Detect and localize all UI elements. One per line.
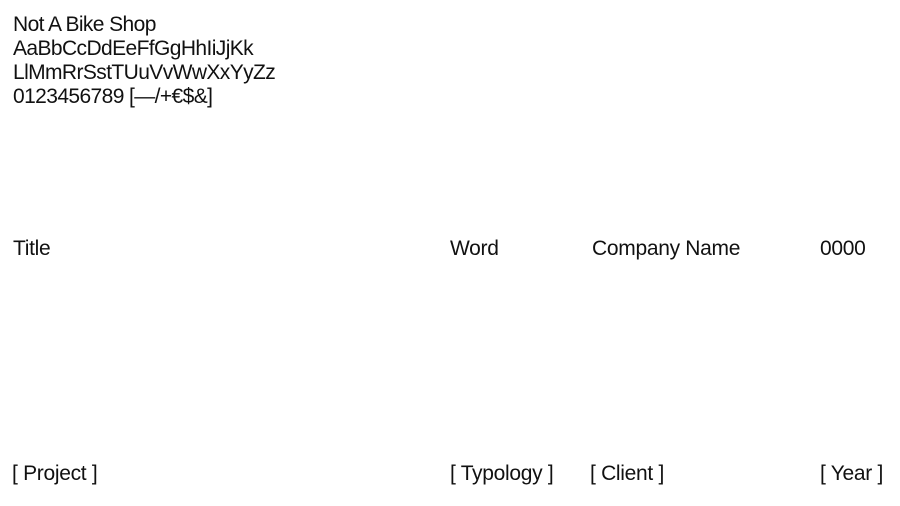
type-specimen: Not A Bike Shop AaBbCcDdEeFfGgHhIiJjKk L… xyxy=(13,13,276,109)
client-placeholder: [ Client ] xyxy=(590,462,665,485)
sample-row: Title Word Company Name 0000 xyxy=(0,237,900,267)
word-text: Word xyxy=(450,237,499,260)
company-name-text: Company Name xyxy=(592,237,741,260)
title-text: Title xyxy=(13,237,51,260)
year-text: 0000 xyxy=(820,237,866,260)
project-placeholder: [ Project ] xyxy=(12,462,98,485)
specimen-numerals: 0123456789 [—/+€$&] xyxy=(13,85,213,108)
typology-placeholder: [ Typology ] xyxy=(450,462,554,485)
year-placeholder: [ Year ] xyxy=(820,462,883,485)
specimen-alphabet-2: LlMmRrSstTUuVvWwXxYyZz xyxy=(13,61,276,84)
specimen-name: Not A Bike Shop xyxy=(13,13,156,36)
specimen-alphabet-1: AaBbCcDdEeFfGgHhIiJjKk xyxy=(13,37,254,60)
placeholder-row: [ Project ] [ Typology ] [ Client ] [ Ye… xyxy=(0,462,900,492)
